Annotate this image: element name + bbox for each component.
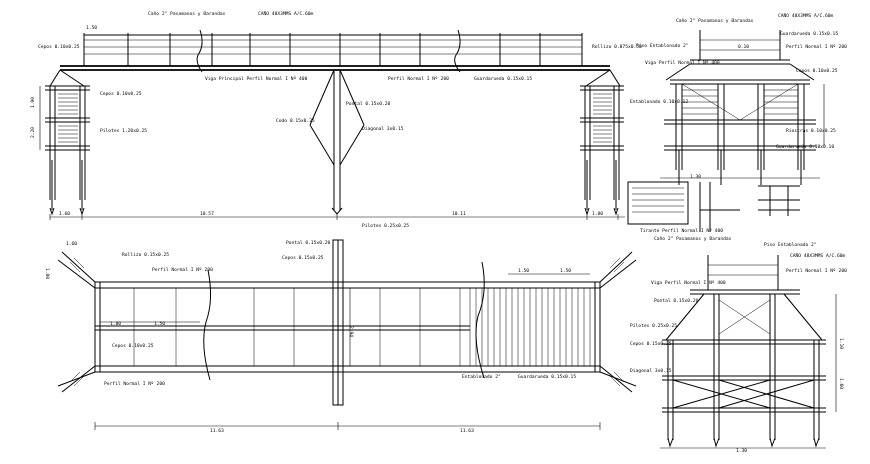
dim-sb-3: 1.60 bbox=[838, 378, 844, 389]
label-cano-ar: CAÑO 48X3MMS A/C.60m bbox=[258, 10, 314, 17]
dim-1: 1.50 bbox=[86, 25, 97, 31]
label-cepos2-plan: Cepos 0.15x0.25 bbox=[282, 255, 324, 261]
dim-plan-5: 1.50 bbox=[560, 268, 571, 274]
label-pasamanos: Caño 2" Pasamanos y Barandas bbox=[148, 11, 226, 17]
dim-2: 1.60 bbox=[59, 211, 70, 217]
label-perfil-i-plan: Perfil Normal I Nº 200 bbox=[152, 267, 213, 273]
dim-plan-1: 1.60 bbox=[66, 241, 77, 247]
label-guardarueda-plan: Guardarueda 0.15x0.15 bbox=[518, 374, 576, 380]
label-piso-sb: Piso Entablonado 2" bbox=[764, 242, 817, 248]
label-diagonal-sb: Diagonal 3x0.15 bbox=[630, 368, 672, 374]
dim-plan-4: 1.50 bbox=[518, 268, 529, 274]
label-pontal-plan: Pontal 0.15x0.20 bbox=[286, 240, 330, 246]
dim-4: 10.11 bbox=[452, 211, 466, 217]
label-entablonado-st: Entablonado 0.10x0.12 bbox=[630, 99, 688, 105]
plan-view: 1.60 1.80 1.50 1.50 1.50 2.94 11.63 11.6… bbox=[44, 223, 637, 434]
label-viga-sb: Viga Perfil Normal I Nº 400 bbox=[651, 280, 726, 286]
label-pontal-sb: Pontal 0.15x0.20 bbox=[654, 298, 698, 304]
label-cepos: Cepos 0.10x0.25 bbox=[38, 44, 80, 50]
dim-plan-9: 1.80 bbox=[44, 268, 50, 279]
label-cano-2: Caño 2" Pasamanos y Barandas bbox=[676, 18, 754, 24]
label-codo: Codo 0.15x0.25 bbox=[276, 118, 315, 124]
label-perfil-i2-plan: Perfil Normal I Nº 200 bbox=[104, 381, 165, 387]
dim-5: 1.80 bbox=[592, 211, 603, 217]
label-perfil-i-sb: Perfil Normal I Nº 200 bbox=[786, 268, 847, 274]
label-tornapuntas: Cepos 0.10x0.25 bbox=[100, 91, 142, 97]
label-cepos-st: Cepos 0.10x0.25 bbox=[796, 68, 838, 74]
label-guardarueda: Guardarueda 0.15x0.15 bbox=[474, 76, 532, 82]
label-perfil-i-st: Perfil Normal I Nº 200 bbox=[786, 44, 847, 50]
label-viga: Viga Principal Perfil Normal I Nº 400 bbox=[205, 76, 308, 82]
dim-sb-1: 1.30 bbox=[736, 448, 747, 454]
dim-plan-7: 11.63 bbox=[210, 428, 224, 434]
label-rollizo: Rollizo 0.075x0.50 bbox=[592, 44, 642, 50]
label-pilotes-plan: Pilotes 0.25x0.25 bbox=[362, 223, 409, 229]
label-pilotes: Pilotes 1.20x0.25 bbox=[100, 128, 147, 134]
dim-st-2: 0.10 bbox=[738, 44, 749, 50]
label-diagonal: Diagonal 3x0.15 bbox=[362, 126, 404, 132]
dim-st-1: 1.30 bbox=[690, 174, 701, 180]
label-pilotes-sb: Pilotes 0.25x0.25 bbox=[630, 323, 677, 329]
label-perfil-i: Perfil Normal I Nº 200 bbox=[388, 76, 449, 82]
dim-7: 2.20 bbox=[30, 127, 36, 138]
cross-section-top: Caño 2" Pasamanos y Barandas CAÑO 48X3MM… bbox=[630, 12, 847, 185]
cross-section-bottom: Piso Entablonado 2" CAÑO 48X3MMS A/C.60m… bbox=[630, 242, 847, 454]
dim-6: 1.00 bbox=[30, 97, 36, 108]
label-entablonado-plan: Entablonado 2" bbox=[462, 374, 501, 380]
label-cano-48-sb: CAÑO 48X3MMS A/C.60m bbox=[790, 252, 846, 259]
detail-view: Tirante Perfil Normal I Nº 400 Caño 2" P… bbox=[627, 181, 800, 242]
dim-plan-2: 1.80 bbox=[110, 321, 121, 327]
dim-3: 10.57 bbox=[200, 211, 214, 217]
dim-plan-6: 2.94 bbox=[348, 326, 354, 337]
label-riostras-st: Riostras 0.10x0.25 bbox=[786, 128, 836, 134]
label-cano-48: CAÑO 48X3MMS A/C.60m bbox=[778, 12, 834, 19]
label-cepos-sb: Cepos 0.15x0.25 bbox=[630, 341, 672, 347]
label-guardarueda-st: Guardarueda 0.15x0.15 bbox=[780, 31, 838, 37]
label-piso: Piso Entablonado 2" bbox=[636, 43, 689, 49]
label-cepos-plan: Cepos 0.10x0.25 bbox=[112, 343, 154, 349]
dim-plan-8: 11.63 bbox=[460, 428, 474, 434]
label-cano-1: Caño 2" Pasamanos y Barandas bbox=[654, 236, 732, 242]
label-viga-st: Viga Perfil Normal I Nº 400 bbox=[645, 60, 720, 66]
dim-sb-2: 1.10 bbox=[838, 338, 844, 349]
label-guardarueda2-st: Guardarueda 0.10x0.10 bbox=[776, 144, 834, 150]
elevation-view: 1.50 1.60 10.57 10.11 1.80 1.00 2.20 Cañ… bbox=[30, 10, 642, 220]
label-detalle: Tirante Perfil Normal I Nº 400 bbox=[640, 228, 723, 234]
label-pontal: Pontal 0.15x0.20 bbox=[346, 101, 390, 107]
dim-plan-3: 1.50 bbox=[154, 321, 165, 327]
label-rollizo-plan: Rollizo 0.15x0.25 bbox=[122, 252, 169, 258]
